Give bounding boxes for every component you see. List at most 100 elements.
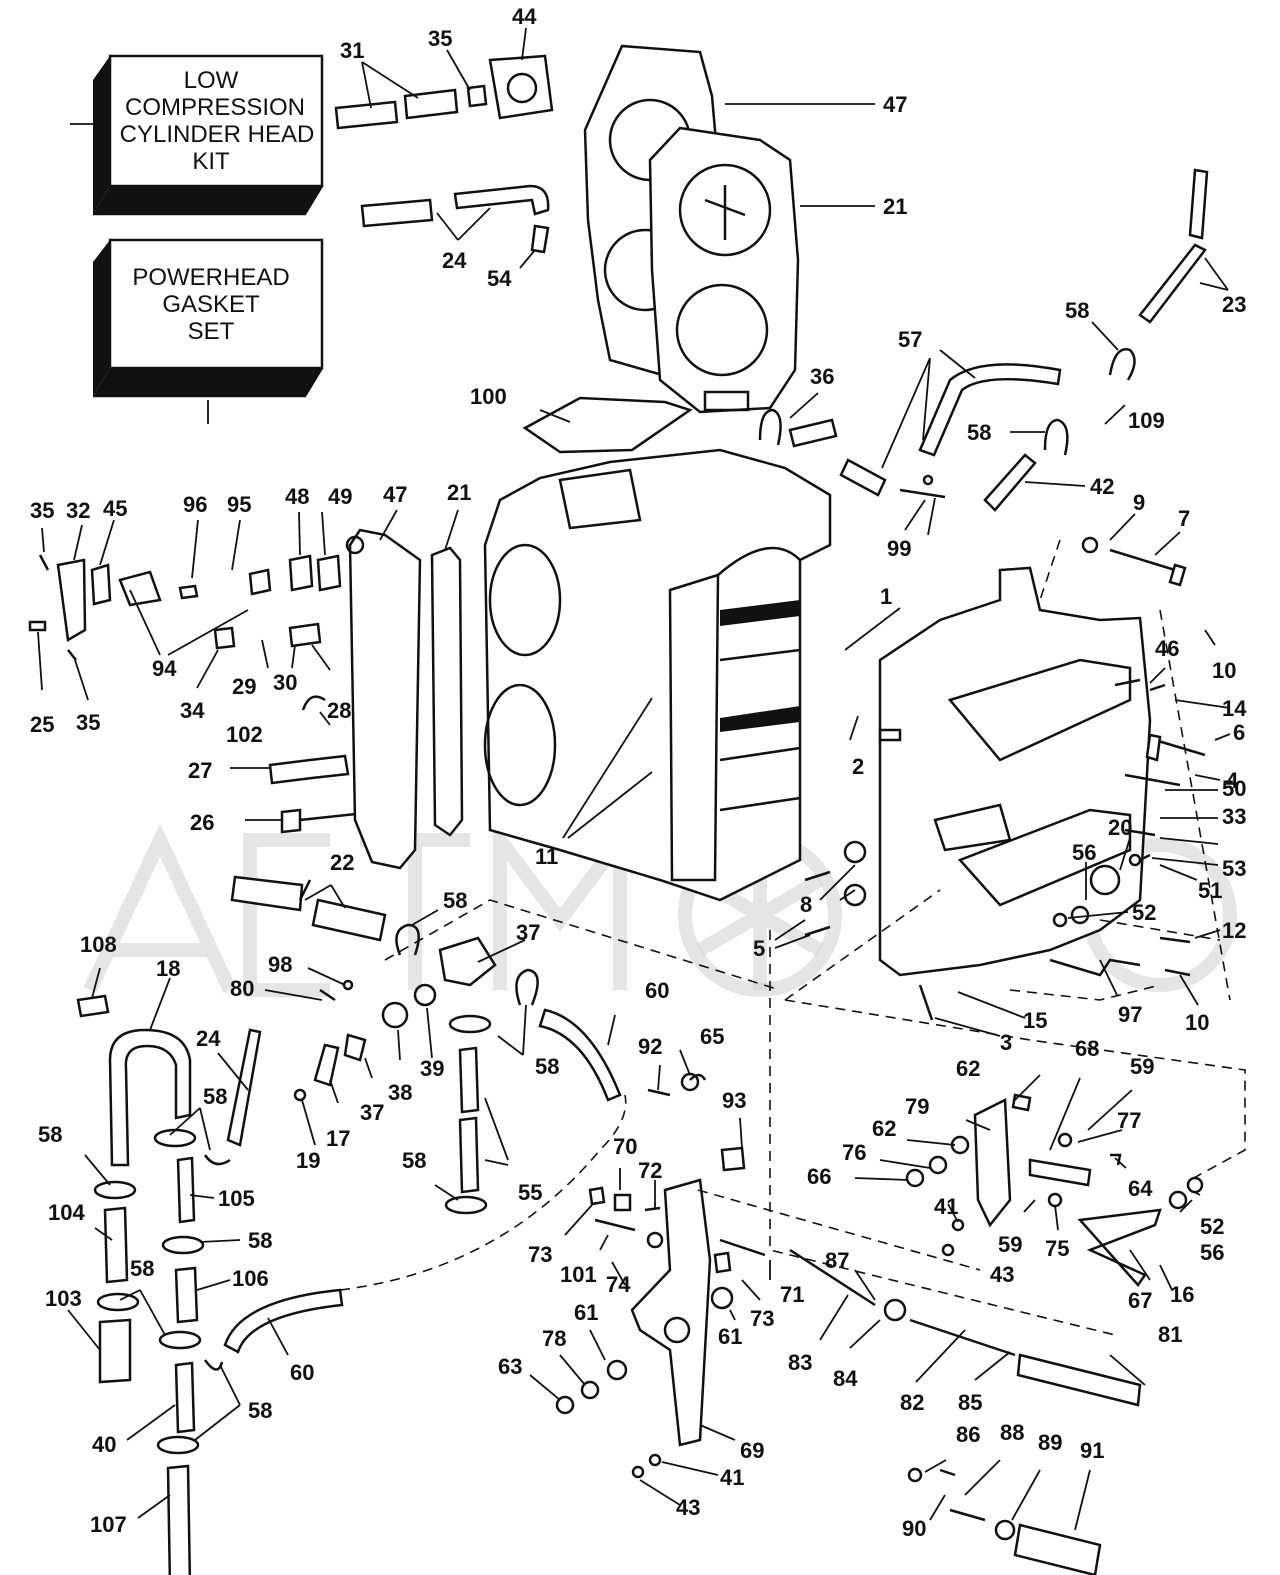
callout-35-top: 35 [428,26,452,51]
head-gasket-top [648,126,800,414]
callout-58-a: 58 [1065,298,1089,323]
callout-106: 106 [232,1266,269,1291]
callout-7: 7 [1178,506,1190,531]
callout-52-a: 52 [1132,900,1156,925]
callout-95: 95 [227,492,251,517]
watermark-logo [83,819,1237,997]
callout-76: 76 [842,1140,866,1165]
callout-16: 16 [1170,1282,1194,1307]
callout-42: 42 [1090,474,1114,499]
callout-51: 51 [1198,878,1222,903]
callout-11: 11 [535,844,558,869]
callout-52-b: 52 [1200,1214,1224,1239]
hose-clamps [93,348,1136,1455]
callout-35-left-top: 35 [30,498,54,523]
callout-40: 40 [92,1432,116,1457]
callout-85: 85 [958,1390,982,1415]
callout-64: 64 [1128,1176,1153,1201]
callout-58-h: 58 [248,1228,272,1253]
callout-98: 98 [268,952,292,977]
water-fittings [103,936,497,1434]
callout-44: 44 [512,4,537,29]
callout-24-b: 24 [196,1026,221,1051]
callout-3: 3 [1000,1030,1012,1055]
callout-96: 96 [183,492,207,517]
callout-80: 80 [230,976,254,1001]
small-hardware [28,474,1206,1483]
callout-8: 8 [800,892,812,917]
callout-88: 88 [1000,1420,1024,1445]
callout-26: 26 [190,810,214,835]
callout-70: 70 [613,1134,637,1159]
callout-37-b: 37 [360,1100,384,1125]
callout-82: 82 [900,1390,924,1415]
callout-15: 15 [1023,1008,1047,1033]
callout-58-c: 58 [443,888,467,913]
callout-62-a: 62 [956,1056,980,1081]
callout-9: 9 [1133,490,1145,515]
callout-91: 91 [1080,1438,1104,1463]
assembly-dashed-lines [339,539,1246,1336]
callout-2: 2 [852,754,864,779]
callout-23: 23 [1222,292,1246,317]
callout-108: 108 [80,932,117,957]
callout-47-left: 47 [383,482,407,507]
callout-17: 17 [326,1126,350,1151]
callout-81: 81 [1158,1322,1182,1347]
callout-14: 14 [1222,696,1247,721]
callout-22: 22 [330,850,354,875]
callout-20: 20 [1108,815,1132,840]
callout-84: 84 [833,1366,858,1391]
callout-24-top: 24 [442,248,467,273]
callout-61-a: 61 [718,1324,742,1349]
callout-58-i: 58 [130,1256,154,1281]
callout-67: 67 [1128,1288,1152,1313]
callout-58-e: 58 [402,1148,426,1173]
callout-79: 79 [905,1094,929,1119]
callout-55: 55 [518,1180,542,1205]
callout-86: 86 [956,1422,980,1447]
callout-18: 18 [156,956,180,981]
callout-83: 83 [788,1350,812,1375]
low-compression-cylinder-head-kit-box: LOW COMPRESSION CYLINDER HEAD KIT [93,54,324,216]
callout-29: 29 [232,674,256,699]
shift-lever [973,1098,1162,1288]
callout-31: 31 [340,38,364,63]
callout-101: 101 [560,1262,597,1287]
callout-6: 6 [1233,720,1245,745]
callout-43-b: 43 [676,1495,700,1520]
callout-56-b: 56 [1200,1240,1224,1265]
callout-73-b: 73 [528,1242,552,1267]
callout-58-b: 58 [967,420,991,445]
callout-73-a: 73 [750,1306,774,1331]
callout-41-b: 41 [720,1465,744,1490]
callout-89: 89 [1038,1430,1062,1455]
throttle-arm [630,1178,712,1447]
callout-34: 34 [180,698,205,723]
callout-45: 45 [103,496,127,521]
callout-56-a: 56 [1072,840,1096,865]
kit-110-line-3: SET [188,318,235,345]
callout-numbers: 31 35 44 47 21 24 54 23 58 57 36 100 58 … [30,4,1247,1541]
callout-59-a: 59 [1130,1054,1154,1079]
callout-65: 65 [700,1024,724,1049]
callout-36: 36 [810,364,834,389]
handle-grip [949,1508,1102,1575]
callout-21-left: 21 [447,480,471,505]
kit-110-line-1: POWERHEAD [132,264,289,291]
callout-62-b: 62 [872,1116,896,1141]
powerhead-gasket-set-box: POWERHEAD GASKET SET [93,238,324,398]
kit-111-line-1: LOW [184,67,239,94]
callout-102: 102 [226,722,263,747]
kit-110-line-2: GASKET [162,291,260,318]
callout-12: 12 [1222,918,1246,943]
callout-53: 53 [1222,856,1246,881]
callout-5: 5 [753,936,765,961]
callout-60-a: 60 [645,978,669,1003]
link-rod [789,1248,1142,1407]
callout-27: 27 [188,758,212,783]
cylinder-block [483,448,832,902]
callout-77: 77 [1117,1108,1141,1133]
spark-plug [268,754,350,785]
callout-72: 72 [638,1158,662,1183]
